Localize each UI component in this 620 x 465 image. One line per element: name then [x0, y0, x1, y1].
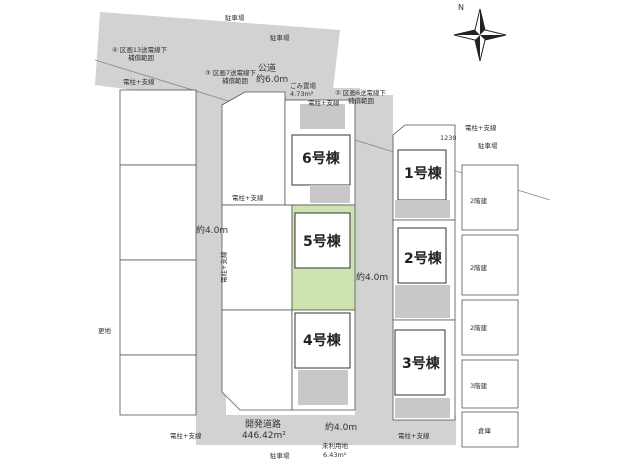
vacant-plot-1: [119, 89, 197, 166]
public-road: [95, 12, 340, 115]
pole-label-4: 電柱+支線: [170, 431, 202, 440]
lot-6-pad-bottom: [310, 185, 350, 203]
lot-5-label: 5号棟: [303, 233, 342, 250]
annotation-3-line1: ③ 区画7送電線下: [205, 68, 257, 77]
neighbor-1: [461, 164, 519, 231]
lot-2-pad: [395, 285, 450, 318]
parking-bottom-label: 駐車場: [270, 451, 290, 460]
parking-top-label: 駐車場: [225, 13, 245, 22]
neighbor-3: [461, 299, 519, 356]
compass-icon: [453, 8, 507, 62]
pole-label-5: 電柱+支線: [398, 431, 430, 440]
lot-6-pad-top: [300, 104, 345, 129]
compass-north-label: N: [458, 3, 464, 12]
garbage-area-label: 4.73m²: [290, 90, 314, 98]
annotation-4-line1: ④ 区画13送電線下: [112, 45, 168, 54]
center-road: [355, 95, 393, 445]
lot-4-pad: [298, 370, 348, 405]
neighbor-2: [461, 234, 519, 296]
unused-land-area: 6.43m²: [323, 451, 347, 459]
pole-label-2: 電柱+支線: [232, 193, 264, 202]
vacant-plot-3: [119, 259, 197, 356]
lot-3-house: [394, 329, 446, 396]
public-road-label: 公道: [258, 62, 276, 74]
vacant-plot-4: [119, 354, 197, 416]
lot-4-house: [294, 312, 351, 369]
pole-label-6: 電柱+支線: [308, 98, 340, 107]
west-road-width: 約4.0m: [196, 224, 228, 236]
lot-6-label: 6号棟: [302, 150, 341, 167]
neighbor-garage: [461, 411, 519, 448]
parking-top-right-label: 駐車場: [270, 33, 290, 42]
lot-3-pad: [395, 398, 450, 418]
lot-4-label: 4号棟: [303, 332, 342, 349]
neighbor-3-label: 2階建: [470, 323, 488, 332]
neighbor-2-label: 2階建: [470, 263, 488, 272]
lot-2-label: 2号棟: [404, 250, 443, 267]
lot-2-house: [397, 227, 447, 284]
neighbor-1-label: 2階建: [470, 196, 488, 205]
vacant-label: 更地: [98, 326, 112, 335]
garbage-label: ごみ置場: [290, 81, 317, 90]
pole-label-1: 電柱+支線: [123, 77, 155, 86]
neighbor-4: [461, 359, 519, 409]
unused-land-label: 未利用地: [322, 441, 349, 450]
lot-1-house: [397, 149, 447, 201]
south-road-width: 約4.0m: [325, 421, 357, 433]
pole-label-3: 電柱+支線: [465, 123, 497, 132]
vacant-plot-2: [119, 164, 197, 261]
lot-3-label: 3号棟: [402, 355, 441, 372]
pole-label-7: 電柱+支線: [219, 251, 228, 283]
middle-plot-b: [221, 204, 293, 311]
neighbor-5-label: 3階建: [470, 381, 488, 390]
annotation-2-line2: 補償範囲: [348, 96, 374, 105]
middle-plot-a: [221, 91, 286, 206]
parking-right-label: 駐車場: [478, 141, 498, 150]
dev-road-area: 446.42m²: [242, 431, 286, 441]
lot-1-pad: [395, 200, 450, 218]
middle-plot-c: [221, 309, 293, 411]
public-road-width: 約6.0m: [256, 73, 288, 85]
annotation-4-line2: 補償範囲: [128, 53, 154, 62]
annotation-2-line1: ② 区画6送電線下: [335, 88, 387, 97]
dev-road-label: 開発道路: [245, 418, 281, 430]
lot-5-house: [294, 212, 351, 269]
garage-label: 倉庫: [478, 426, 492, 435]
center-road-width: 約4.0m: [356, 271, 388, 283]
annotation-3-line2: 補償範囲: [222, 76, 248, 85]
dimension-label: 1230: [440, 134, 457, 142]
west-road: [196, 80, 226, 445]
lot-1-label: 1号棟: [404, 165, 443, 182]
